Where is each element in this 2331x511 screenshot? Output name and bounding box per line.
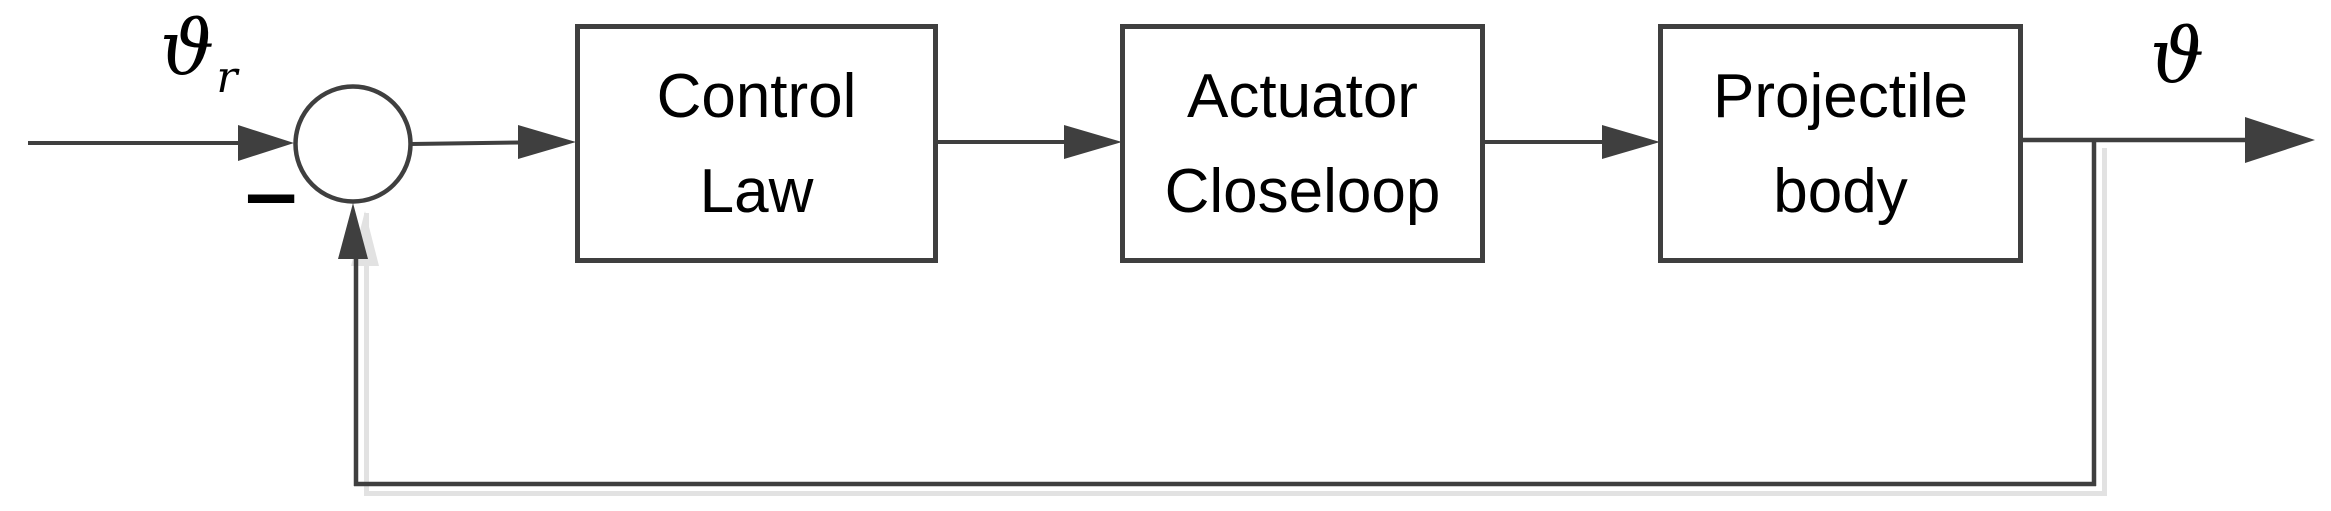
block-control-law-line2: Law [699,156,814,226]
theta-subscript-r: r [216,52,238,103]
output-signal-label: ϑ [2150,18,2204,94]
block-actuator-closeloop-line2: Closeloop [1164,156,1441,226]
summing-junction-circle [293,84,413,204]
block-actuator-closeloop-line1: Actuator [1187,61,1418,131]
block-actuator-closeloop: Actuator Closeloop [1120,24,1485,263]
block-projectile-body: Projectile body [1658,24,2023,263]
sum-to-control-arrowhead [518,125,576,159]
control-to-actuator-arrowhead [1064,125,1122,159]
feedback-arrowhead [338,203,368,259]
block-control-law: Control Law [575,24,938,263]
sum-to-control-line [410,140,521,146]
block-projectile-body-line2: body [1773,156,1908,226]
theta-symbol: ϑ [2150,11,2205,100]
actuator-to-projectile-arrowhead [1602,125,1660,159]
block-control-law-line1: Control [656,61,857,131]
input-signal-label: ϑr [160,10,237,100]
minus-sign: − [240,154,303,240]
input-arrowhead [238,125,294,161]
output-arrowhead [2245,117,2315,163]
theta-symbol: ϑ [160,3,215,92]
block-projectile-body-line1: Projectile [1713,61,1968,131]
